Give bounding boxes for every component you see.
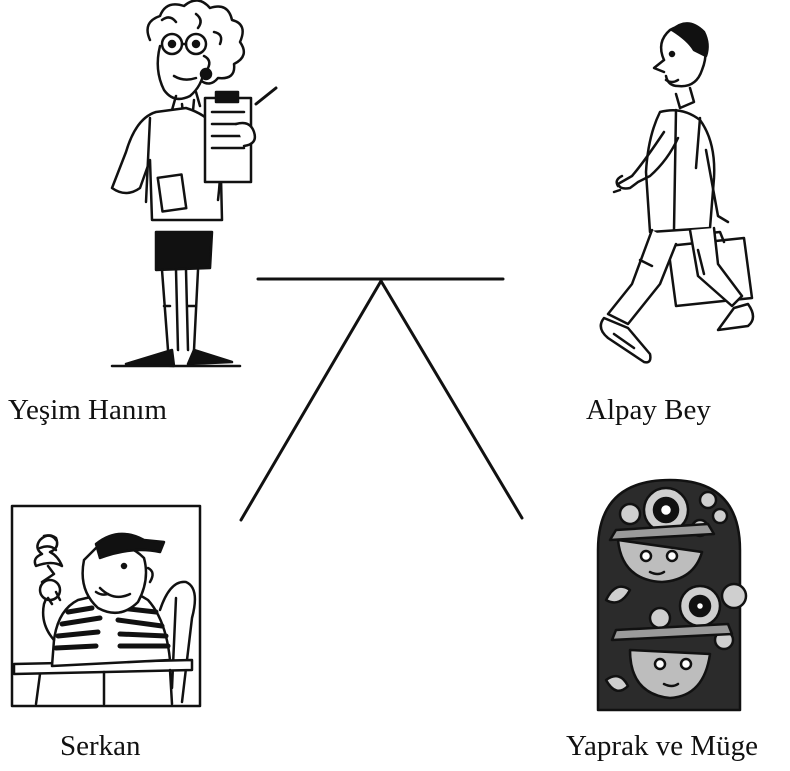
teacher-with-clipboard-illustration <box>112 0 276 366</box>
label-yesim-hanim: Yeşim Hanım <box>8 394 167 427</box>
connector-left-leg <box>241 281 381 520</box>
businessman-with-briefcase-illustration <box>601 23 753 362</box>
connector-right-leg <box>381 281 522 518</box>
two-girls-with-hats-illustration <box>598 480 746 710</box>
label-serkan: Serkan <box>60 730 141 763</box>
connector-lines <box>241 279 522 520</box>
label-alpay-bey: Alpay Bey <box>586 394 711 427</box>
boy-with-ice-cream-illustration <box>12 506 200 706</box>
label-yaprak-ve-muge: Yaprak ve Müge <box>566 730 758 763</box>
